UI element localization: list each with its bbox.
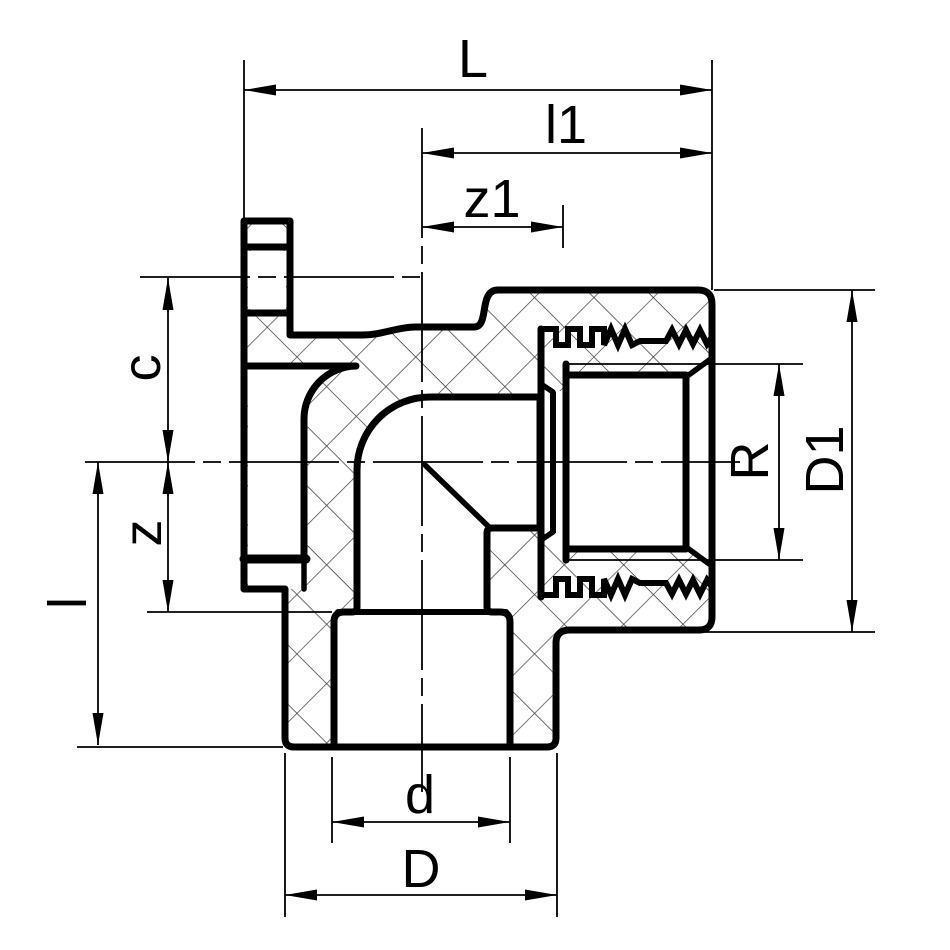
arrowheads bbox=[162, 462, 174, 612]
body-hatch-fill bbox=[244, 221, 712, 747]
dim-label-l1: l1 bbox=[545, 95, 587, 155]
mounting-tab-lines bbox=[240, 243, 294, 317]
bore-miter-edge bbox=[422, 462, 492, 530]
extension-lines bbox=[331, 757, 511, 843]
dim-label-L: L bbox=[458, 29, 488, 89]
arrowheads bbox=[422, 147, 712, 159]
dimension-c: c bbox=[112, 278, 174, 462]
dim-label-d: d bbox=[405, 765, 435, 825]
dimension-l: l bbox=[38, 462, 283, 748]
dimension-z1: z1 bbox=[422, 169, 564, 248]
extension-lines bbox=[243, 60, 713, 290]
dim-label-c: c bbox=[112, 355, 172, 382]
body-outline bbox=[240, 217, 716, 751]
thread-face-chamfers bbox=[683, 355, 715, 569]
dimension-D: D bbox=[284, 753, 558, 917]
dim-label-z: z bbox=[113, 520, 173, 547]
dim-label-D1: D1 bbox=[795, 425, 855, 494]
centerlines bbox=[85, 128, 740, 792]
arrowheads bbox=[92, 462, 104, 745]
dim-label-l: l bbox=[38, 597, 98, 609]
dim-label-z1: z1 bbox=[463, 169, 520, 229]
knurl-profile-top bbox=[541, 321, 715, 353]
arrowheads bbox=[285, 889, 557, 901]
dimension-l1: l1 bbox=[422, 95, 712, 159]
extension-lines bbox=[284, 753, 558, 917]
extension-lines bbox=[704, 289, 875, 633]
dimension-R: R bbox=[714, 363, 803, 561]
knurl-profile-bottom bbox=[541, 571, 715, 603]
insert-mouth-chamfers bbox=[538, 381, 556, 543]
fitting-body bbox=[239, 217, 716, 751]
thread-minor-lines bbox=[562, 371, 690, 553]
arrowheads bbox=[422, 221, 563, 233]
dimension-d: d bbox=[331, 757, 511, 843]
dimension-z: z bbox=[113, 462, 332, 613]
thread-major-lines bbox=[566, 363, 712, 561]
dimension-D1: D1 bbox=[704, 289, 875, 633]
dim-label-D: D bbox=[402, 839, 441, 899]
dimension-L: L bbox=[243, 29, 713, 290]
extension-lines bbox=[714, 363, 803, 561]
flange-channel-outline bbox=[240, 362, 360, 559]
dim-label-R: R bbox=[720, 442, 780, 481]
